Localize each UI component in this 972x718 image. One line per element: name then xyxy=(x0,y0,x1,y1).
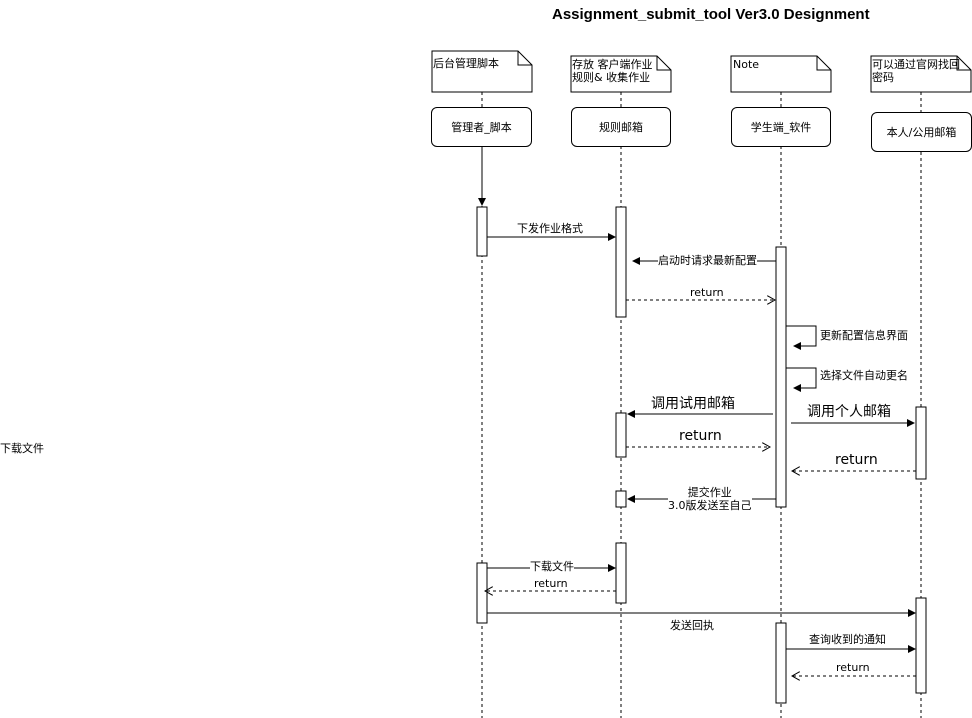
label-m6: 调用试用邮箱 xyxy=(651,396,735,412)
note-admin xyxy=(431,50,533,93)
note-mailbox-text: 可以通过官网找回 密码 xyxy=(872,58,960,84)
note-student-text: Note xyxy=(733,58,760,71)
label-m1: 下发作业格式 xyxy=(517,222,583,235)
label-m13: 发送回执 xyxy=(670,619,714,632)
arrow-m5 xyxy=(786,367,817,392)
arrow-m4 xyxy=(786,325,817,350)
participant-student[interactable]: 学生端_软件 xyxy=(731,107,831,147)
activation-admin-2 xyxy=(476,562,488,624)
activation-student-2 xyxy=(775,622,787,704)
participant-rules[interactable]: 规则邮箱 xyxy=(571,107,671,147)
note-student xyxy=(730,55,832,93)
label-m11: 下载文件 xyxy=(530,560,574,573)
note-admin-text: 后台管理脚本 xyxy=(433,57,499,70)
label-m5: 选择文件自动更名 xyxy=(820,369,908,382)
label-m10: 提交作业 3.0版发送至自己 xyxy=(668,486,752,512)
label-m2: 启动时请求最新配置 xyxy=(658,254,757,267)
activation-rules-3 xyxy=(615,490,627,508)
diagram-title: Assignment_submit_tool Ver3.0 Designment xyxy=(552,6,870,23)
label-m12: return xyxy=(534,577,568,590)
label-m7: 调用个人邮箱 xyxy=(807,404,891,420)
note-rules-text: 存放 客户端作业 规则& 收集作业 xyxy=(572,58,653,84)
note-mailbox xyxy=(870,55,972,93)
activation-mailbox-2 xyxy=(915,597,927,694)
activation-rules-4 xyxy=(615,542,627,604)
label-m8: return xyxy=(679,428,722,444)
label-m3: return xyxy=(690,286,724,299)
label-m9: return xyxy=(835,452,878,468)
activation-rules-2 xyxy=(615,412,627,458)
side-label: 下载文件 xyxy=(0,442,44,455)
activation-admin-1 xyxy=(476,206,488,257)
label-m14: 查询收到的通知 xyxy=(809,633,886,646)
activation-student-1 xyxy=(775,246,787,508)
activation-mailbox-1 xyxy=(915,406,927,480)
participant-mailbox[interactable]: 本人/公用邮箱 xyxy=(871,112,972,152)
label-m4: 更新配置信息界面 xyxy=(820,329,908,342)
note-rules xyxy=(570,55,672,93)
participant-admin[interactable]: 管理者_脚本 xyxy=(431,107,532,147)
label-m15: return xyxy=(836,661,870,674)
activation-rules-1 xyxy=(615,206,627,318)
